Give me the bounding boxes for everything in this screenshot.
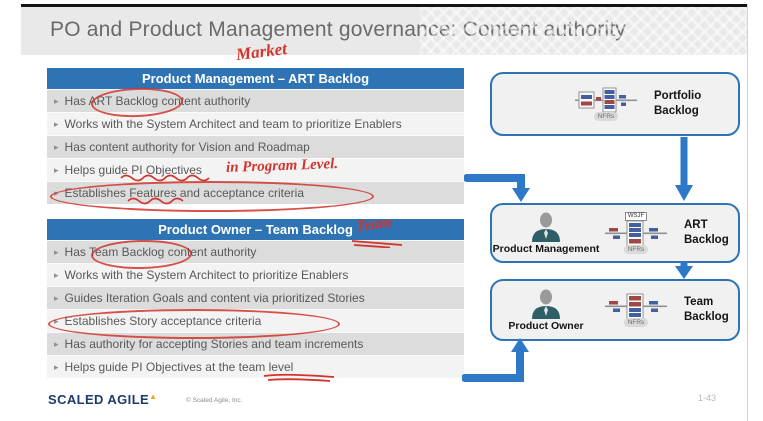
logo-mark-icon: ▲ — [149, 392, 158, 401]
person-icon — [532, 212, 560, 242]
bullet-triangle-icon: ▸ — [54, 141, 59, 152]
arrow-art-to-team — [675, 262, 693, 279]
bullet-triangle-icon: ▸ — [54, 118, 59, 129]
list-item: ▸ Helps guide PI Objectives at the team … — [47, 355, 464, 378]
scaled-agile-logo-text: SCALED AGILE — [48, 392, 150, 407]
list-item-text: Works with the System Architect to prior… — [64, 268, 349, 282]
product-management-label: Product Management — [492, 242, 600, 255]
list-item-text: Has authority for accepting Stories and … — [64, 337, 364, 351]
page-title: PO and Product Management governance: Co… — [50, 18, 627, 41]
list-item-text: Guides Iteration Goals and content via p… — [64, 291, 365, 305]
list-item: ▸ Works with the System Architect and te… — [47, 112, 464, 135]
list-item-text: Establishes Features and acceptance crit… — [64, 186, 304, 200]
team-backlog-box: Product Owner NFRs Team Backlog — [490, 279, 740, 341]
nfrs-badge: NFRs — [623, 245, 649, 254]
list-item: ▸ Guides Iteration Goals and content via… — [47, 286, 464, 309]
bullet-triangle-icon: ▸ — [54, 246, 59, 257]
nfrs-badge: NFRs — [593, 112, 619, 121]
arrow-portfolio-to-art — [675, 137, 693, 201]
bullet-triangle-icon: ▸ — [54, 315, 59, 326]
product-management-group: Product Management — [492, 212, 600, 255]
title-band: PO and Product Management governance: Co… — [21, 7, 747, 55]
list-item: ▸ Establishes Features and acceptance cr… — [47, 181, 464, 204]
list-item-text: Has Team Backlog content authority — [64, 245, 257, 259]
bullet-triangle-icon: ▸ — [54, 269, 59, 280]
list-item-text: Has ART Backlog content authority — [64, 94, 251, 108]
bullet-triangle-icon: ▸ — [54, 361, 59, 372]
list-item: ▸ Has ART Backlog content authority — [47, 89, 464, 112]
bullet-triangle-icon: ▸ — [54, 292, 59, 303]
scaled-agile-logo: SCALED AGILE▲ — [48, 392, 157, 407]
portfolio-backlog-icon-group: NFRs — [570, 87, 642, 121]
backlog-icon — [575, 87, 637, 113]
list-item-text: Helps guide PI Objectives — [64, 163, 202, 177]
portfolio-backlog-box: NFRs Portfolio Backlog — [490, 72, 740, 136]
copyright-text: © Scaled Agile, Inc. — [186, 397, 243, 404]
arrow-panel-to-team-backlog — [462, 338, 529, 382]
slide-right-border — [747, 4, 748, 421]
team-backlog-icon-group: NFRs — [600, 293, 672, 327]
team-backlog-label: Team Backlog — [684, 296, 729, 323]
bullet-triangle-icon: ▸ — [54, 338, 59, 349]
backlog-icon — [605, 293, 667, 320]
list-item-text: Has content authority for Vision and Roa… — [64, 140, 310, 154]
bullet-triangle-icon: ▸ — [54, 164, 59, 175]
product-owner-label: Product Owner — [508, 319, 584, 332]
list-item-text: Works with the System Architect and team… — [64, 117, 402, 131]
arrow-panel-to-art-backlog — [464, 174, 530, 202]
list-item: ▸ Has authority for accepting Stories an… — [47, 332, 464, 355]
list-item: ▸ Has content authority for Vision and R… — [47, 135, 464, 158]
slide-top-border — [21, 4, 747, 7]
list-item-text: Establishes Story acceptance criteria — [64, 314, 262, 328]
list-item: ▸ Establishes Story acceptance criteria — [47, 309, 464, 332]
bullet-triangle-icon: ▸ — [54, 95, 59, 106]
content-authority-table: Product Management – ART Backlog ▸ Has A… — [47, 68, 464, 378]
art-backlog-label: ART Backlog — [684, 219, 729, 246]
art-backlog-box: Product Management WSJF NFRs ART Backlog — [490, 203, 740, 263]
wsjf-badge: WSJF — [624, 212, 648, 221]
portfolio-backlog-label: Portfolio Backlog — [654, 90, 702, 117]
section-header-product-owner: Product Owner – Team Backlog — [47, 219, 464, 240]
list-item: ▸ Works with the System Architect to pri… — [47, 263, 464, 286]
nfrs-badge: NFRs — [623, 318, 649, 327]
backlog-icon — [605, 220, 667, 247]
page-number: 1-43 — [698, 393, 717, 403]
list-item: ▸ Has Team Backlog content authority — [47, 240, 464, 263]
list-item: ▸ Helps guide PI Objectives — [47, 158, 464, 181]
product-owner-group: Product Owner — [492, 289, 600, 332]
art-backlog-icon-group: WSJF NFRs — [600, 212, 672, 254]
section-header-product-management: Product Management – ART Backlog — [47, 68, 464, 89]
bullet-triangle-icon: ▸ — [54, 187, 59, 198]
person-icon — [532, 289, 560, 319]
list-item-text: Helps guide PI Objectives at the team le… — [64, 360, 294, 374]
